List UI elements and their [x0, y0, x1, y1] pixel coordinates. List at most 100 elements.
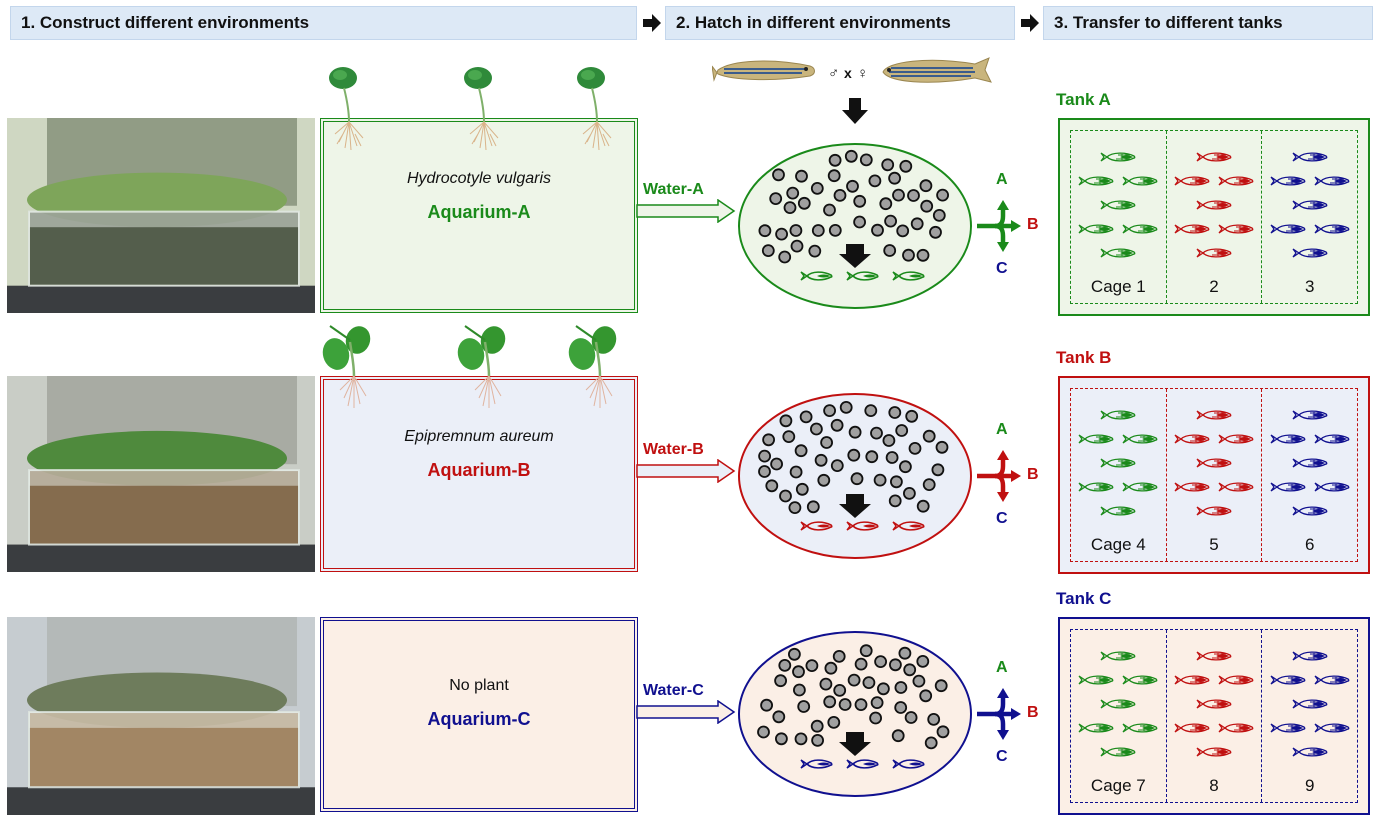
fish-icon [1078, 434, 1114, 444]
step-arrow-icon [1021, 14, 1039, 32]
fish-icon [1196, 458, 1232, 468]
hydrocotyle-plant-icon [577, 67, 612, 151]
egg [916, 248, 930, 262]
fish-icon [1078, 723, 1114, 733]
water-transfer-arrow-icon [636, 459, 736, 483]
egg [788, 501, 802, 514]
egg [757, 725, 770, 739]
egg [865, 450, 879, 464]
egg [779, 489, 792, 503]
larva-icon [892, 271, 925, 281]
fish-row [1071, 145, 1166, 169]
egg [758, 224, 772, 238]
branch-label-a: A [996, 421, 1008, 438]
egg [871, 223, 884, 237]
fish-row [1167, 740, 1262, 764]
fish-icon [1314, 723, 1350, 733]
egg [765, 479, 779, 493]
female-symbol: ♀ [857, 65, 868, 82]
fish-icon [1100, 651, 1136, 661]
tank-c: Cage 7 8 [1058, 617, 1370, 815]
egg [797, 700, 811, 713]
fish-row [1167, 169, 1262, 193]
fish-icon [1218, 176, 1254, 186]
epipremnum-plant-icon [322, 325, 371, 408]
fish-icon [1122, 224, 1158, 234]
fish-group [1167, 403, 1262, 523]
egg [853, 194, 867, 208]
fish-icon [1270, 434, 1306, 444]
fish-row [1071, 716, 1166, 740]
aquarium-name: Aquarium-C [427, 709, 531, 729]
egg [833, 684, 847, 697]
fish-icon [1292, 200, 1328, 210]
fish-row [1262, 145, 1357, 169]
egg [916, 655, 930, 668]
egg [830, 459, 844, 472]
cage-label: 5 [1209, 535, 1219, 554]
egg [820, 436, 833, 449]
distribution-arrow-icon [977, 450, 1021, 502]
egg [888, 658, 902, 672]
hatch-arrow-icon [839, 244, 871, 268]
egg [934, 679, 948, 693]
egg [810, 719, 824, 733]
fish-row [1071, 644, 1166, 668]
fish-row [1167, 499, 1262, 523]
egg [936, 725, 950, 739]
aquarium-photo-graphic [7, 617, 315, 815]
egg [806, 500, 820, 514]
fish-row [1167, 427, 1262, 451]
egg [919, 689, 933, 703]
fish-icon [1218, 723, 1254, 733]
fish-icon [1100, 506, 1136, 516]
egg [797, 196, 811, 210]
egg [882, 434, 896, 447]
cage-8: 8 [1167, 630, 1263, 802]
hatch-arrow-icon [839, 732, 871, 756]
egg [881, 158, 895, 172]
fish-icon [1100, 699, 1136, 709]
egg [778, 659, 792, 672]
egg [810, 182, 824, 195]
fish-icon [1218, 675, 1254, 685]
fish-icon [1100, 200, 1136, 210]
fish-row [1167, 145, 1262, 169]
fish-icon [1100, 410, 1136, 420]
fish-row [1262, 169, 1357, 193]
egg [790, 239, 804, 253]
hatching-environment-c [738, 631, 972, 797]
branch-label-c: C [996, 510, 1008, 527]
water-transfer-arrow-icon [636, 199, 736, 223]
fish-group [1071, 644, 1166, 764]
fish-icon [1174, 434, 1210, 444]
cage-5: 5 [1167, 389, 1263, 561]
cage-3: 3 [1262, 131, 1357, 303]
egg [919, 179, 933, 193]
fish-row [1262, 644, 1357, 668]
fish-row [1262, 692, 1357, 716]
egg [896, 224, 910, 238]
egg [782, 430, 796, 443]
fish-row [1262, 668, 1357, 692]
fish-row [1071, 692, 1166, 716]
fish-icon [1100, 248, 1136, 258]
egg [927, 713, 941, 726]
fish-group [1262, 403, 1357, 523]
fish-row [1167, 668, 1262, 692]
egg [847, 673, 861, 687]
aquarium-name: Aquarium-A [427, 202, 531, 222]
egg [789, 465, 803, 479]
egg [931, 463, 945, 477]
hydrocotyle-plant-icon [464, 67, 499, 151]
parent-fish-cross: ♂ x ♀ [712, 57, 992, 83]
cage-9: 9 [1262, 630, 1357, 802]
egg [795, 482, 809, 496]
cage-container: Cage 7 8 [1070, 629, 1358, 803]
parent-to-hatch-arrow-icon [842, 98, 868, 124]
larva-icon [892, 759, 925, 769]
plant-name: No plant [449, 677, 509, 694]
fish-icon [1292, 506, 1328, 516]
aquarium-box-b: Epipremnum aureum Aquarium-B [320, 376, 638, 572]
fish-icon [1270, 482, 1306, 492]
